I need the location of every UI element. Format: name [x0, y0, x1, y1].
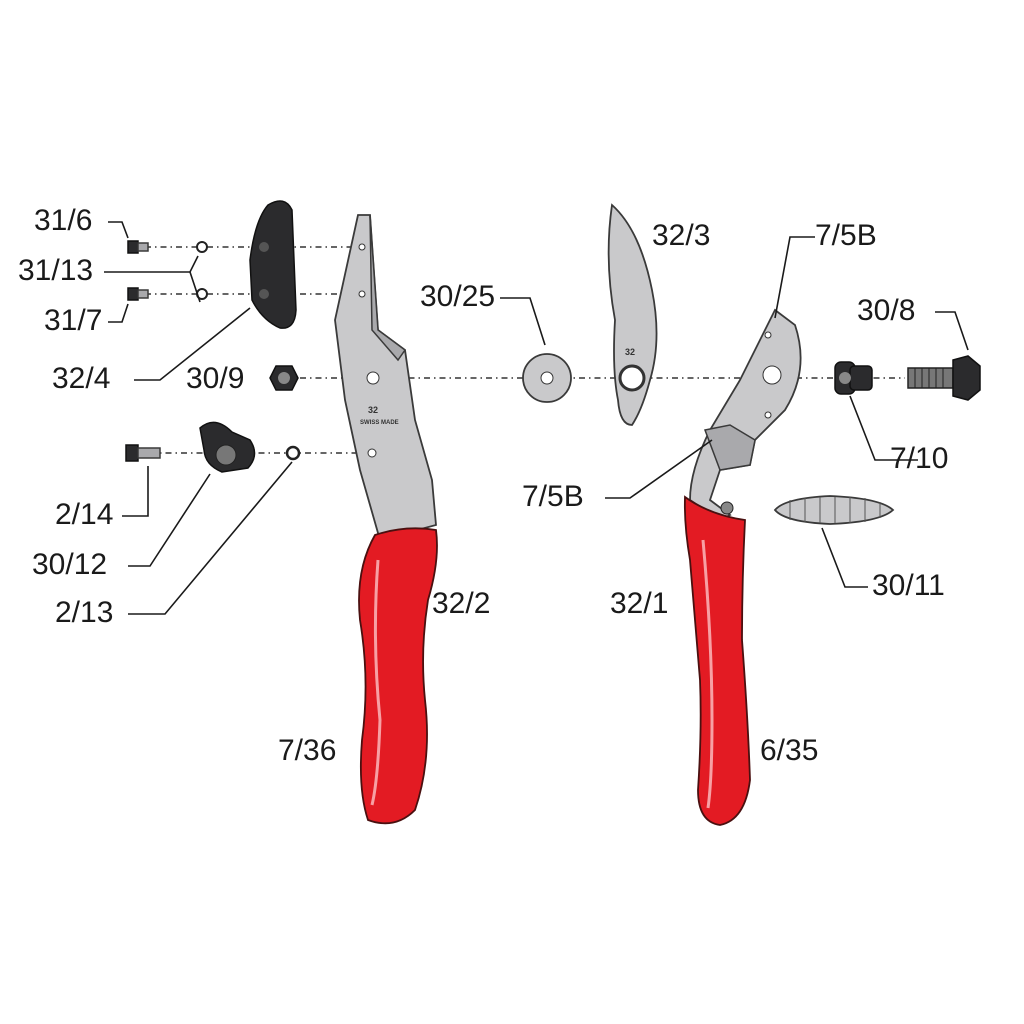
handle-highlight: [701, 539, 714, 809]
label-2-14: 2/14: [55, 498, 113, 531]
screw-31-7: [127, 287, 139, 301]
label-32-3: 32/3: [652, 219, 710, 252]
label-30-9: 30/9: [186, 362, 244, 395]
blade-model-stamp: 32: [368, 405, 378, 415]
bushing-7-10: [834, 361, 873, 395]
anvil-32-4: [249, 200, 297, 329]
small-screws: [125, 240, 301, 473]
blade-origin-stamp: SWISS MADE: [360, 420, 399, 426]
part-labels: 31/6 31/13 31/7 32/4 30/9 2/14 30/12 2/1…: [18, 204, 948, 767]
spring-pin: [720, 501, 734, 515]
screw-hole: [367, 448, 377, 458]
washer-31-13: [196, 241, 208, 253]
screw-hole: [358, 290, 366, 298]
handle-highlight: [370, 559, 382, 806]
handle-head-32-1: [689, 308, 802, 522]
right-handle-assembly: [683, 308, 802, 826]
red-handle-7-36: [358, 527, 438, 825]
label-31-7: 31/7: [44, 304, 102, 337]
label-32-2: 32/2: [432, 587, 490, 620]
screw-31-6: [127, 240, 139, 254]
label-31-6: 31/6: [34, 204, 92, 237]
label-32-4: 32/4: [52, 362, 110, 395]
washer-30-25: [522, 353, 572, 403]
label-2-13: 2/13: [55, 596, 113, 629]
bumper-7-5B: [703, 424, 756, 471]
label-30-25: 30/25: [420, 280, 495, 313]
bolt-30-8: [907, 355, 981, 401]
label-31-13: 31/13: [18, 254, 93, 287]
spring-30-11: [773, 495, 895, 525]
label-30-8: 30/8: [857, 294, 915, 327]
blade-edge-shade: [369, 214, 407, 362]
cutting-blade-32-2: [334, 214, 437, 542]
screw-hole: [358, 243, 366, 251]
washer-2-13: [285, 445, 301, 461]
left-handle-assembly: 32 SWISS MADE: [334, 214, 438, 825]
red-handle-6-35: [683, 495, 751, 826]
screw-2-14: [125, 444, 139, 462]
leader-lines: [104, 221, 969, 615]
counter-blade-stamp: 32: [625, 347, 635, 357]
label-30-11: 30/11: [872, 569, 945, 602]
label-7-36: 7/36: [278, 734, 336, 767]
label-7-5B-top: 7/5B: [815, 219, 877, 252]
counter-blade-32-3: 32: [607, 203, 658, 426]
label-30-12: 30/12: [32, 548, 107, 581]
label-32-1: 32/1: [610, 587, 668, 620]
label-7-10: 7/10: [890, 442, 948, 475]
label-6-35: 6/35: [760, 734, 818, 767]
pivot-hole: [366, 371, 380, 385]
label-7-5B-mid: 7/5B: [522, 480, 584, 513]
